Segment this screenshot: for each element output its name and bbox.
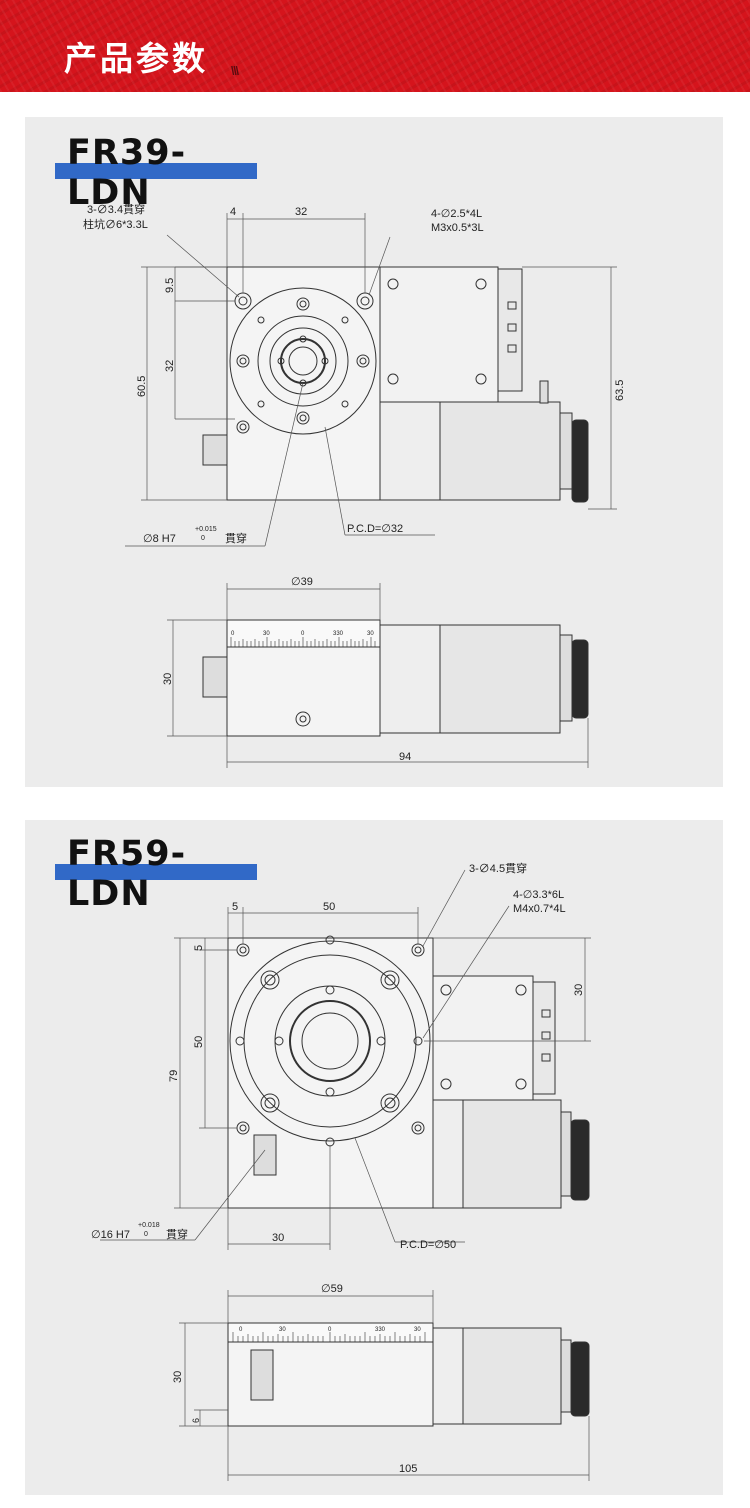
fr59-side-handwheel xyxy=(570,1341,590,1417)
fr59-section: FR59-LDN xyxy=(25,820,723,1495)
fr59-center-bore xyxy=(289,1000,371,1082)
fr59-bore-suffix: 貫穿 xyxy=(166,1227,188,1241)
fr39-side-motor xyxy=(439,624,561,734)
fr39-dia: ∅39 xyxy=(291,576,313,588)
fr59-dim-50-top: 50 xyxy=(323,901,335,913)
fr59-dim-50-side: 50 xyxy=(193,1036,205,1048)
fr39-dim-32-top: 32 xyxy=(295,206,307,218)
fr59-dim-30-bottom: 30 xyxy=(272,1232,284,1244)
fr39-pcd-circle xyxy=(257,315,349,407)
fr59-height: 30 xyxy=(172,1371,184,1383)
fr59-bore: ∅16 H7 xyxy=(91,1229,130,1241)
fr59-scale-330: 330 xyxy=(375,1327,386,1333)
fr59-dim-30-right: 30 xyxy=(573,984,585,996)
fr39-bore-tol-low: 0 xyxy=(201,535,205,542)
fr39-height: 30 xyxy=(162,673,174,685)
fr59-dim-5-top: 5 xyxy=(232,901,238,913)
fr59-dim-79: 79 xyxy=(168,1070,180,1082)
fr39-scale-ring xyxy=(226,619,381,648)
fr59-lock-knob xyxy=(253,1134,277,1176)
fr59-scale-30a: 30 xyxy=(279,1327,286,1333)
fr39-model-name: FR39-LDN xyxy=(67,133,187,213)
fr59-note-tap-1: 4-∅3.3*6L xyxy=(513,889,564,901)
fr59-scale-ticks xyxy=(232,1332,426,1342)
fr59-bore-inner xyxy=(301,1012,359,1070)
title-underline-bar xyxy=(55,163,257,179)
fr39-note-tap-1: 4-∅2.5*4L xyxy=(431,208,482,220)
fr39-bore-tol-up: +0.015 xyxy=(195,526,217,533)
fr59-model-name: FR59-LDN xyxy=(67,834,187,914)
title-underline-bar xyxy=(55,864,257,880)
fr39-note-tap-2: M3x0.5*3L xyxy=(431,222,484,234)
fr39-dim-60-5: 60.5 xyxy=(136,376,148,397)
fr59-scale-30b: 30 xyxy=(414,1327,421,1333)
fr59-length: 105 xyxy=(399,1463,417,1475)
fr39-dim-9-5: 9.5 xyxy=(164,278,176,293)
fr59-bore-tol-up: +0.018 xyxy=(138,1222,160,1229)
fr59-scale-0a: 0 xyxy=(239,1327,243,1333)
fr39-lock-knob xyxy=(202,434,228,466)
fr39-dim-32-side: 32 xyxy=(164,360,176,372)
fr59-dia: ∅59 xyxy=(321,1283,343,1295)
fr59-pcd: P.C.D=∅50 xyxy=(400,1239,456,1251)
banner-texture xyxy=(0,0,750,92)
fr39-bore: ∅8 H7 xyxy=(143,533,176,545)
fr39-dim-63-5: 63.5 xyxy=(614,380,626,401)
fr39-length: 94 xyxy=(399,751,411,763)
fr59-bore-tol-low: 0 xyxy=(144,1231,148,1238)
fr39-section: FR39-LDN xyxy=(25,117,723,787)
fr39-scale-0a: 0 xyxy=(231,631,235,637)
fr39-handwheel xyxy=(571,419,589,503)
fr39-rotary-table xyxy=(229,287,377,435)
fr59-labels: 3-∅4.5貫穿 4-∅3.3*6L M4x0.7*4L 5 50 5 50 7… xyxy=(91,861,585,1475)
fr59-dim-5-side: 5 xyxy=(193,945,205,951)
fr39-note-holes-2: 柱坑∅6*3.3L xyxy=(83,217,148,231)
fr39-scale-ticks xyxy=(230,637,376,647)
fr39-drawing xyxy=(125,213,617,768)
fr39-scale-30a: 30 xyxy=(263,631,270,637)
fr39-gear-housing xyxy=(379,266,499,403)
fr39-scale-0b: 0 xyxy=(301,631,305,637)
fr39-scale-30b: 30 xyxy=(367,631,374,637)
fr39-connector xyxy=(497,268,523,392)
fr39-bore-suffix: 貫穿 xyxy=(225,531,247,545)
fr39-inner-ring xyxy=(269,327,337,395)
fr39-bore-inner xyxy=(288,346,318,376)
fr39-dim-4: 4 xyxy=(230,206,236,218)
banner-title: 产品参数 xyxy=(64,39,208,78)
fr39-side-handwheel xyxy=(571,639,589,719)
fr39-labels: 3-∅3.4貫穿 柱坑∅6*3.3L 4-∅2.5*4L M3x0.5*3L 4… xyxy=(83,202,626,763)
fr59-holes xyxy=(235,935,425,1147)
fr39-motor-body xyxy=(439,401,561,501)
fr59-handwheel xyxy=(570,1119,590,1201)
fr59-note-holes: 3-∅4.5貫穿 xyxy=(469,861,527,875)
fr39-side-knob xyxy=(202,656,228,698)
banner-decoration-marks: \\\ xyxy=(231,64,239,78)
fr39-note-holes-1: 3-∅3.4貫穿 xyxy=(87,202,145,216)
fr39-pcd: P.C.D=∅32 xyxy=(347,523,403,535)
fr59-scale-0b: 0 xyxy=(328,1327,332,1333)
header-banner: 产品参数 \\\ xyxy=(0,0,750,92)
fr59-motor-body xyxy=(462,1099,562,1209)
fr59-side-knob xyxy=(250,1349,274,1401)
fr39-scale-330: 330 xyxy=(333,631,344,637)
fr59-dim-6: 6 xyxy=(191,1418,201,1423)
fr39-tapped-holes xyxy=(236,297,370,425)
fr59-drawing xyxy=(100,869,591,1481)
fr59-note-tap-2: M4x0.7*4L xyxy=(513,903,566,915)
